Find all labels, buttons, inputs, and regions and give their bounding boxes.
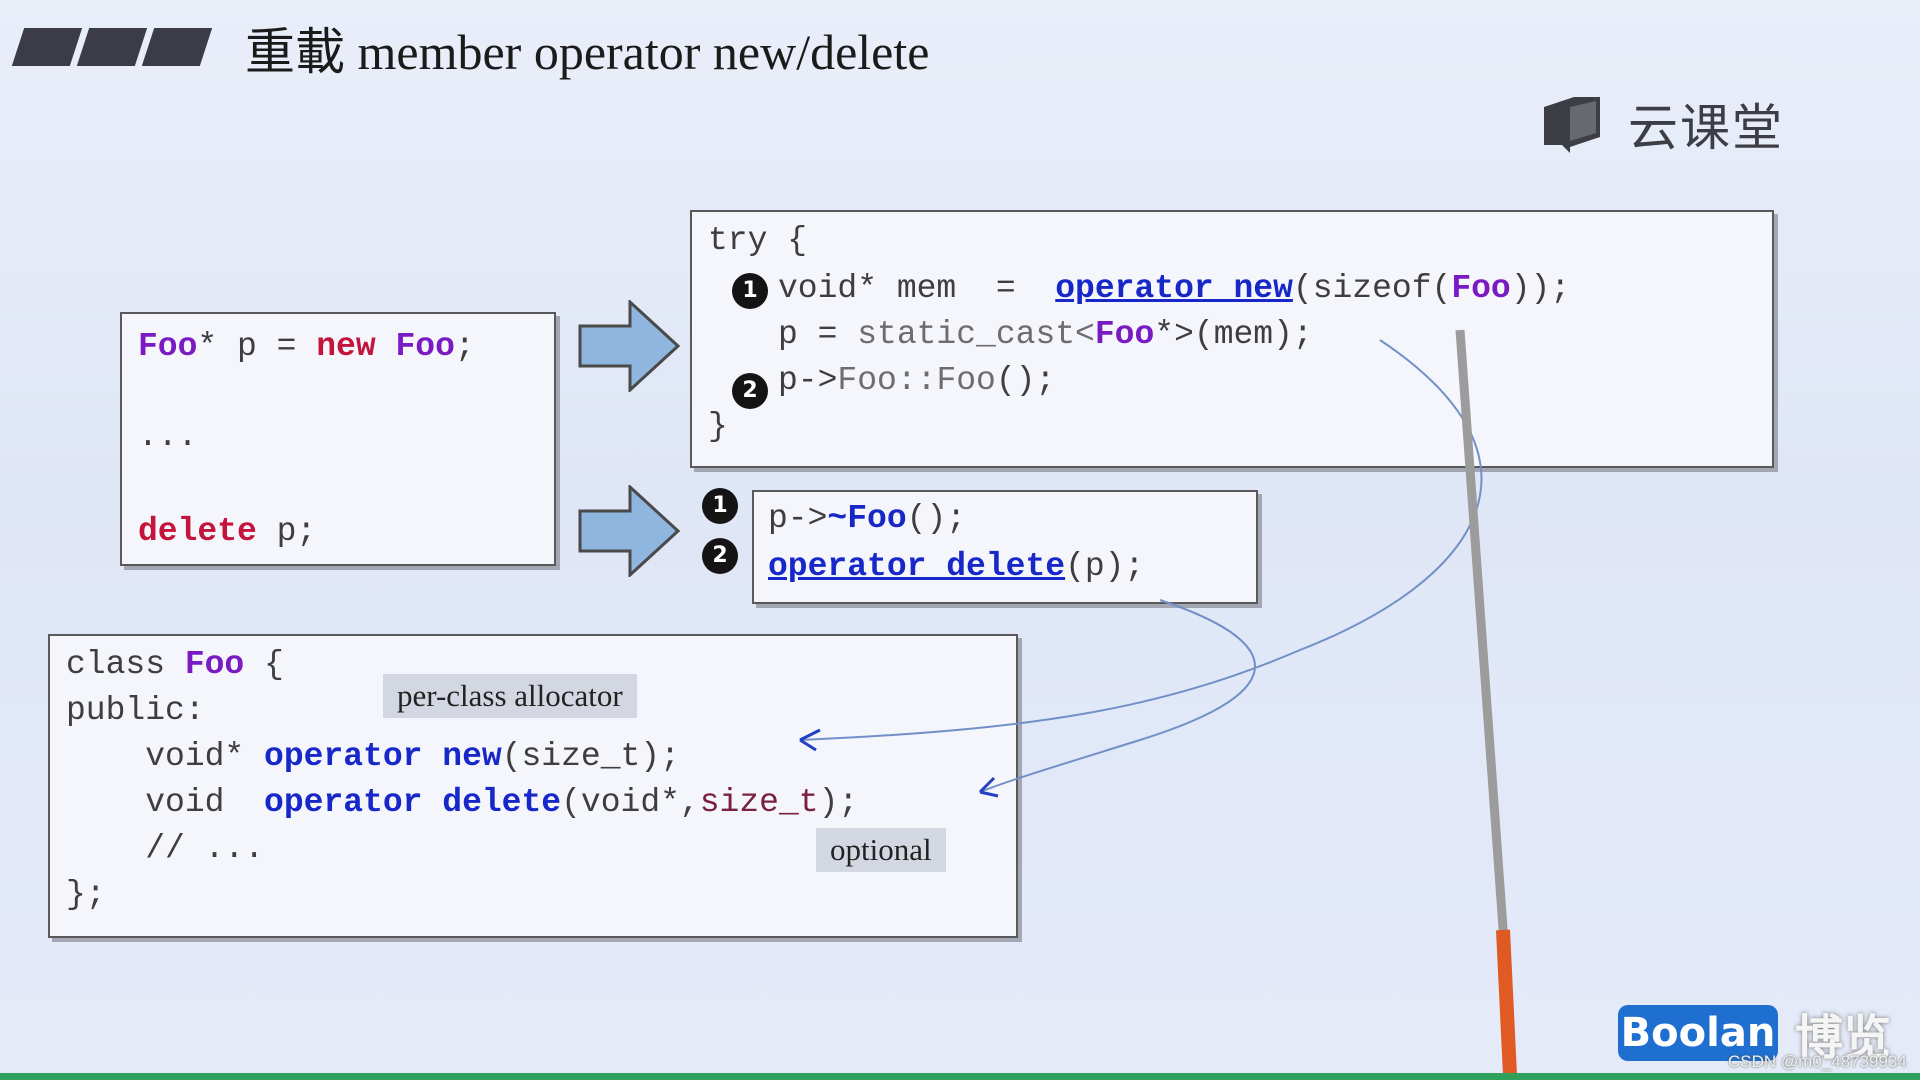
code-line-end: }; (66, 872, 106, 918)
code-line-op-new: void* operator new(size_t); (66, 734, 680, 780)
per-class-allocator-tag: per-class allocator (383, 674, 637, 718)
code-line-public: public: (66, 688, 205, 734)
slide-title: 重載 member operator new/delete (245, 12, 929, 84)
header-bar (12, 28, 82, 66)
step-badge-2: 2 (732, 373, 768, 409)
client-code-box: Foo* p = new Foo; ... delete p; (120, 312, 556, 566)
step-badge-1: 1 (732, 273, 768, 309)
code-line-close: } (708, 404, 728, 450)
progress-bar (0, 1073, 1920, 1080)
code-line-new: Foo* p = new Foo; (138, 324, 475, 370)
book-icon (1540, 93, 1604, 155)
annotation-curves (780, 320, 1540, 800)
code-line-delete: delete p; (138, 509, 316, 555)
csdn-watermark: CSDN @m0_48739934 (1728, 1052, 1907, 1072)
header-bar (142, 28, 212, 66)
code-line-comment: // ... (66, 826, 264, 872)
step-badge-1: 1 (702, 488, 738, 524)
code-line-op-delete: void operator delete(void*,size_t); (66, 780, 858, 826)
optional-tag: optional (816, 828, 946, 872)
code-line-try: try { (708, 218, 807, 264)
logo-text: 云课堂 (1628, 88, 1784, 160)
course-logo: 云课堂 (1540, 88, 1784, 160)
right-arrow-icon (578, 300, 680, 392)
code-line-class: class Foo { (66, 642, 284, 688)
header-bar (77, 28, 147, 66)
pointer-stick (1440, 330, 1530, 1075)
code-line-ellipsis: ... (138, 414, 197, 460)
step-badge-2: 2 (702, 538, 738, 574)
right-arrow-icon (578, 485, 680, 577)
code-line-alloc: void* mem = operator new(sizeof(Foo)); (778, 266, 1570, 312)
